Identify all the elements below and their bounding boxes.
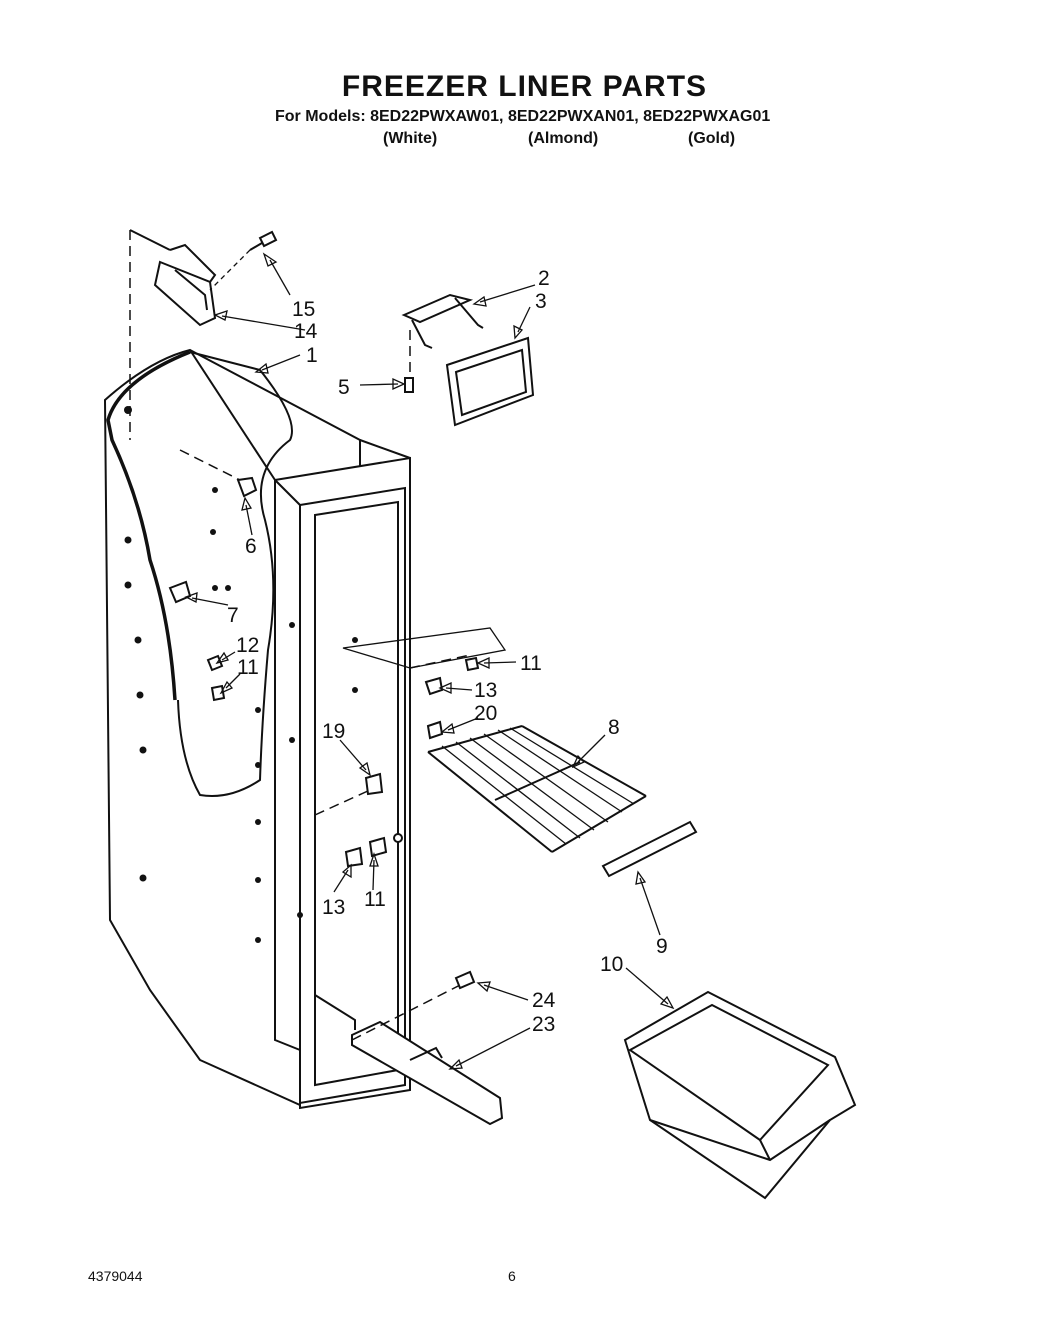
leader-lines bbox=[184, 252, 675, 1070]
callout-13-lower: 13 bbox=[322, 896, 345, 919]
callout-11-left: 11 bbox=[237, 656, 259, 679]
bottom-bracket-part-23 bbox=[351, 979, 504, 1126]
callout-14: 14 bbox=[294, 320, 318, 343]
models-line: For Models: 8ED22PWXAW01, 8ED22PWXAN01, … bbox=[275, 108, 771, 125]
callout-11-lower: 11 bbox=[364, 888, 386, 911]
finish-almond: (Almond) bbox=[528, 130, 599, 147]
callout-7: 7 bbox=[227, 604, 239, 627]
document-number: 4379044 bbox=[88, 1268, 143, 1284]
callout-12: 12 bbox=[236, 634, 259, 657]
callout-1: 1 bbox=[306, 344, 318, 367]
screw-part-24 bbox=[454, 970, 476, 990]
callout-20: 20 bbox=[474, 702, 497, 725]
callout-numbers: 1 2 3 5 6 7 8 9 10 11 11 11 12 13 13 14 … bbox=[227, 267, 668, 1036]
storage-bin-part-10 bbox=[623, 990, 857, 1200]
callout-5: 5 bbox=[338, 376, 350, 399]
callout-10: 10 bbox=[600, 953, 623, 976]
callout-19: 19 bbox=[322, 720, 345, 743]
callout-13-right: 13 bbox=[474, 679, 497, 702]
shelf-trim-part-9 bbox=[601, 820, 698, 878]
callout-6: 6 bbox=[245, 535, 257, 558]
freezer-liner bbox=[103, 230, 411, 1110]
callout-15: 15 bbox=[292, 298, 315, 321]
finish-gold: (Gold) bbox=[688, 130, 736, 147]
screw-part-15 bbox=[209, 230, 278, 291]
callout-9: 9 bbox=[656, 935, 668, 958]
callout-2: 2 bbox=[538, 267, 550, 290]
wire-shelf-part-8 bbox=[427, 725, 647, 853]
page-number: 6 bbox=[508, 1268, 516, 1284]
light-shield-part-3 bbox=[445, 336, 535, 427]
upper-bracket-part-14 bbox=[129, 229, 217, 327]
callout-8: 8 bbox=[608, 716, 620, 739]
callout-3: 3 bbox=[535, 290, 547, 313]
light-bracket-part-2 bbox=[401, 293, 484, 375]
callout-23: 23 bbox=[532, 1013, 555, 1036]
callout-11-right: 11 bbox=[520, 652, 542, 675]
callout-24: 24 bbox=[532, 989, 556, 1012]
screw-part-5 bbox=[404, 377, 414, 393]
page-title: FREEZER LINER PARTS bbox=[341, 70, 708, 103]
finish-white: (White) bbox=[383, 130, 438, 147]
